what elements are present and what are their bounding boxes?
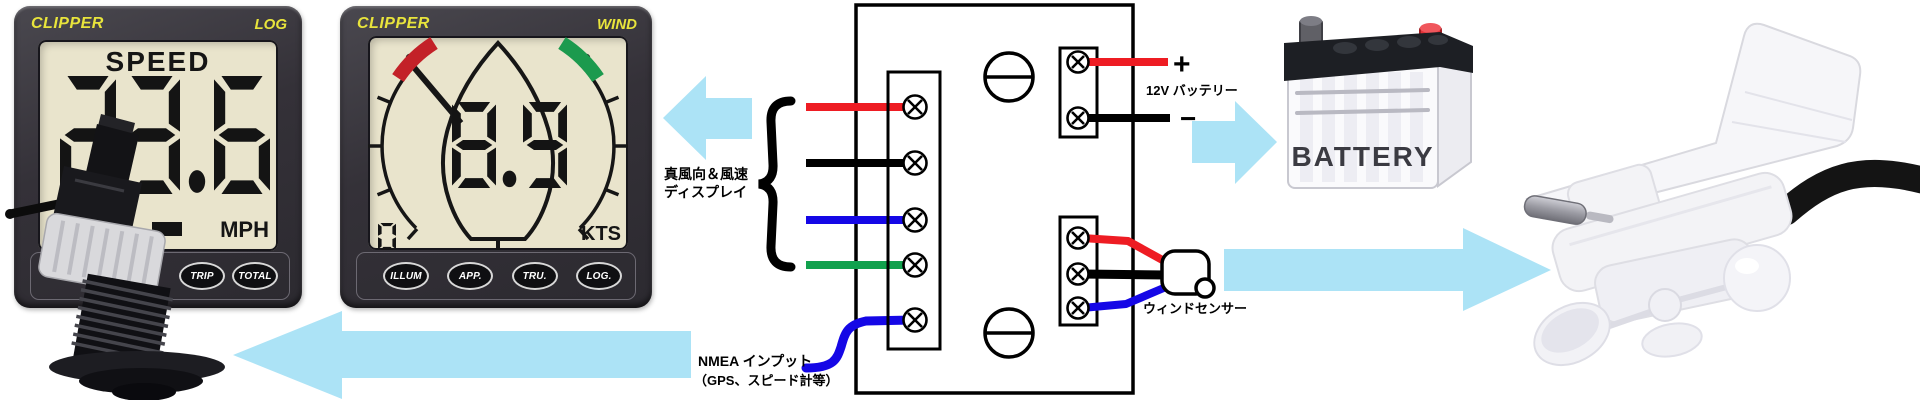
speed-unit-label: MPH xyxy=(220,217,269,242)
sensor-cable xyxy=(1772,159,1920,226)
display-group-label-line2: ディスプレイ xyxy=(664,184,748,200)
display-group-label-line1: 真風向＆風速 xyxy=(664,166,748,182)
wind-sensor-photo xyxy=(1523,22,1920,367)
scale-arc-left xyxy=(380,62,418,230)
port-red-sector xyxy=(392,37,438,83)
battery-top-slab xyxy=(1284,32,1473,81)
terminal-screw-icon xyxy=(902,94,928,120)
speed-title: SPEED xyxy=(105,46,211,77)
arrow-right-to-wind-sensor-icon xyxy=(1224,228,1551,311)
illum-button[interactable]: ILLUM xyxy=(383,262,429,290)
clipper-wind-display: CLIPPER WIND xyxy=(340,6,652,308)
battery-body xyxy=(1287,61,1439,189)
terminal-screw-icon xyxy=(1066,226,1090,250)
sensor-reference-pin xyxy=(1523,195,1614,225)
app-button[interactable]: APP. xyxy=(447,262,494,290)
wire-sensor-black xyxy=(1081,269,1167,280)
terminal-strip-battery xyxy=(1058,46,1099,139)
wind-unit-label: KTS xyxy=(581,223,621,245)
wind-button-row: ILLUM APP. TRU. LOG. xyxy=(356,252,636,300)
terminal-screw-icon xyxy=(1066,262,1090,286)
clipper-log-display: CLIPPER LOG SPEED MPH TRIP TOTAL xyxy=(14,6,302,308)
total-button[interactable]: TOTAL xyxy=(232,262,278,290)
terminal-strip-sensor xyxy=(1058,215,1099,327)
wind-dial-graphic xyxy=(368,37,628,250)
terminal-screw-icon xyxy=(902,252,928,278)
sensor-connector-icon xyxy=(1160,249,1216,299)
lcd-indicator-bar xyxy=(152,222,182,236)
terminal-screws xyxy=(902,50,1090,333)
transducer-flange xyxy=(49,351,225,383)
battery-side-face xyxy=(1437,52,1472,188)
battery-text: BATTERY xyxy=(1291,141,1434,172)
wire-sensor-red xyxy=(1081,234,1168,266)
terminal-screw-icon xyxy=(902,307,928,333)
wire-nmea-blue xyxy=(801,315,918,373)
starboard-green-sector xyxy=(558,37,604,83)
log-button-row: TRIP TOTAL xyxy=(30,252,290,300)
brace-icon xyxy=(758,96,796,272)
mounting-screw-icon xyxy=(983,307,1035,359)
scale-arc-right xyxy=(578,62,616,230)
log-model-label: LOG xyxy=(254,16,288,33)
terminal-strip-left xyxy=(886,70,942,351)
log-lcd-screen: SPEED MPH xyxy=(38,40,278,251)
cup-small xyxy=(1641,322,1703,358)
minus-label: − xyxy=(1180,103,1196,134)
terminal-screw-icon xyxy=(1066,50,1090,74)
battery-top-caps xyxy=(1333,35,1448,54)
battery-12v-label: 12V バッテリー xyxy=(1146,83,1238,98)
wind-scale-zero xyxy=(378,223,396,250)
cup-bowl xyxy=(1533,301,1611,367)
sensor-housing xyxy=(1551,163,1793,293)
nmea-input-label: NMEA インプット xyxy=(698,353,813,369)
battery-terminal-positive xyxy=(1419,26,1442,55)
terminal-screw-icon xyxy=(902,150,928,176)
clipper-brand-label: CLIPPER xyxy=(31,15,104,32)
battery-cell-stripes xyxy=(1300,72,1423,182)
wind-vane-fin xyxy=(1525,22,1862,220)
tru-button[interactable]: TRU. xyxy=(511,262,558,290)
anemometer-cups xyxy=(1533,244,1791,367)
arrow-right-to-battery-icon xyxy=(1192,101,1277,184)
log-button[interactable]: LOG. xyxy=(575,262,622,290)
cup-ball xyxy=(1723,244,1791,312)
mounting-screws xyxy=(983,51,1035,359)
nmea-input-sublabel: （GPS、スピード計等） xyxy=(694,373,839,388)
terminal-screw-icon xyxy=(1066,296,1090,320)
speed-value xyxy=(60,76,270,194)
display-wires xyxy=(801,103,918,373)
mounting-screw-icon xyxy=(983,51,1035,103)
clipper-brand-label: CLIPPER xyxy=(357,15,430,32)
terminal-screw-icon xyxy=(902,207,928,233)
junction-box: + − xyxy=(758,3,1216,395)
wind-sensor-label: ウィンドセンサー xyxy=(1143,301,1248,316)
arrow-left-to-wind-display-icon xyxy=(663,76,752,160)
plus-label: + xyxy=(1173,48,1191,81)
wind-model-label: WIND xyxy=(597,16,637,33)
battery-illustration: BATTERY xyxy=(1284,16,1473,189)
battery-terminal-negative xyxy=(1299,19,1323,49)
trip-button[interactable]: TRIP xyxy=(179,262,225,290)
terminal-screw-icon xyxy=(1066,106,1090,130)
wind-speed-value xyxy=(452,102,567,188)
arrow-left-to-log-display-icon xyxy=(233,311,691,399)
wind-lcd-screen: KTS xyxy=(368,36,628,250)
